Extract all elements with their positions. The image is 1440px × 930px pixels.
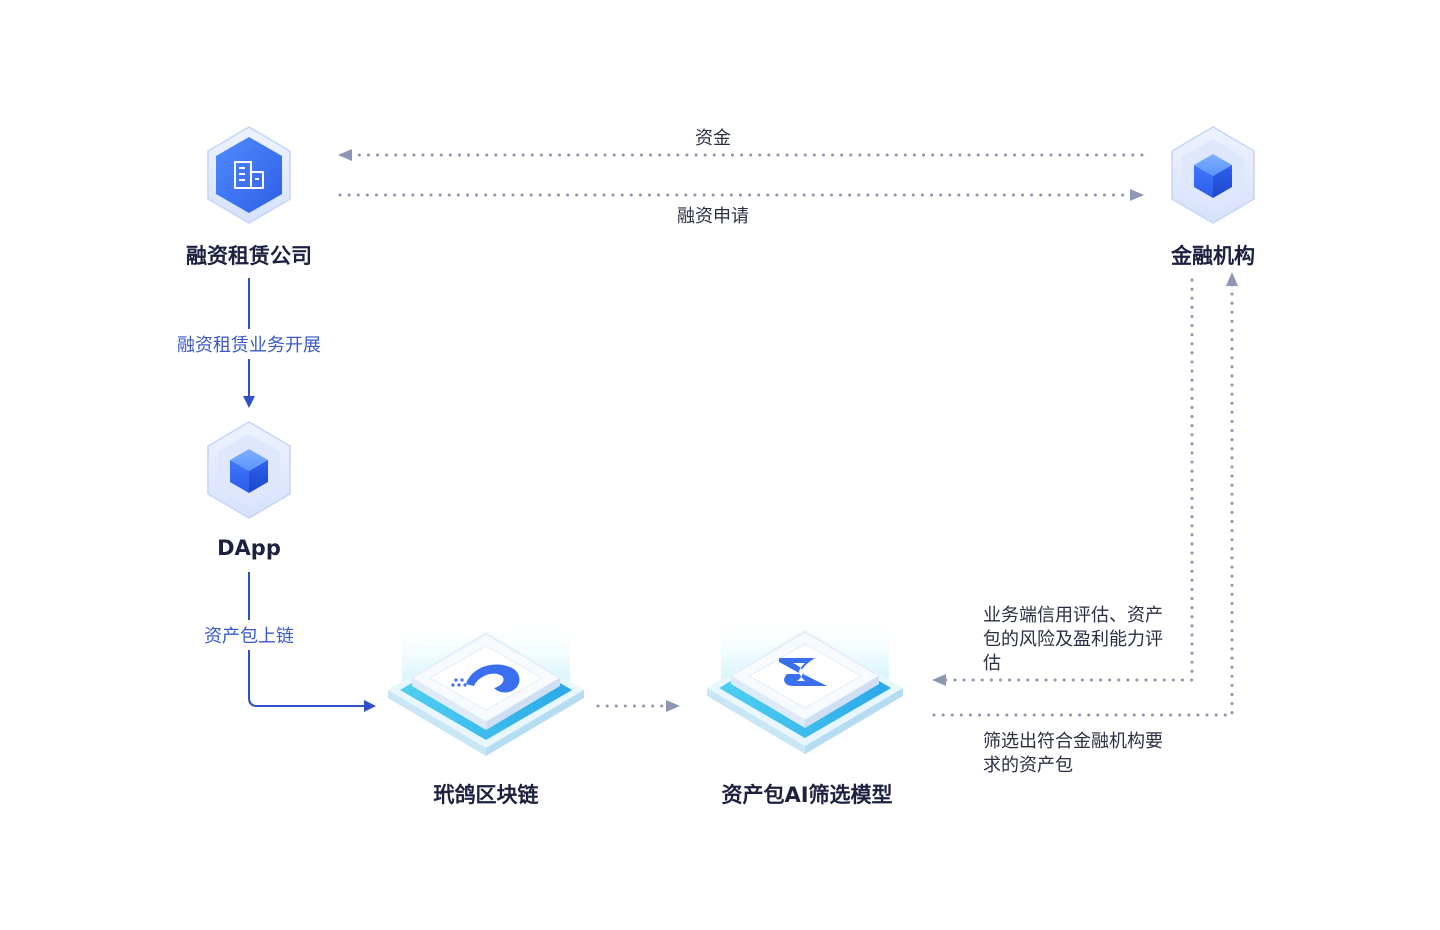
upchain-label: 资产包上链: [204, 620, 294, 650]
funds-label: 资金: [695, 128, 731, 149]
chain-node-icon: [388, 618, 584, 756]
cube-icon: [1194, 154, 1232, 198]
finance-node-title: 金融机构: [1171, 244, 1255, 268]
filter-arrow: [932, 272, 1238, 717]
finance-node-icon: [1171, 126, 1255, 224]
building-icon: [234, 161, 264, 189]
leasing-node-icon: [207, 126, 291, 224]
evaluate-label: 业务端信用评估、资产包的风险及盈利能力评估: [983, 605, 1163, 674]
ai-node-icon: [707, 616, 903, 754]
leasing-node-title: 融资租赁公司: [186, 244, 312, 268]
evaluate-arrow: [932, 278, 1194, 686]
dapp-node-title: DApp: [217, 536, 281, 560]
dapp-node-icon: [207, 421, 291, 519]
wave-logo-icon: [451, 664, 520, 693]
apply-label: 融资申请: [677, 206, 749, 227]
infinity-logo-icon: [779, 658, 827, 686]
upchain-arrow: [248, 572, 376, 712]
filter-label: 筛选出符合金融机构要求的资产包: [983, 731, 1163, 776]
chain-node-title: 玳鸽区块链: [433, 783, 539, 807]
cube-icon: [230, 449, 268, 493]
ai-node-title: 资产包AI筛选模型: [721, 783, 893, 807]
business-label: 融资租赁业务开展: [177, 329, 321, 359]
